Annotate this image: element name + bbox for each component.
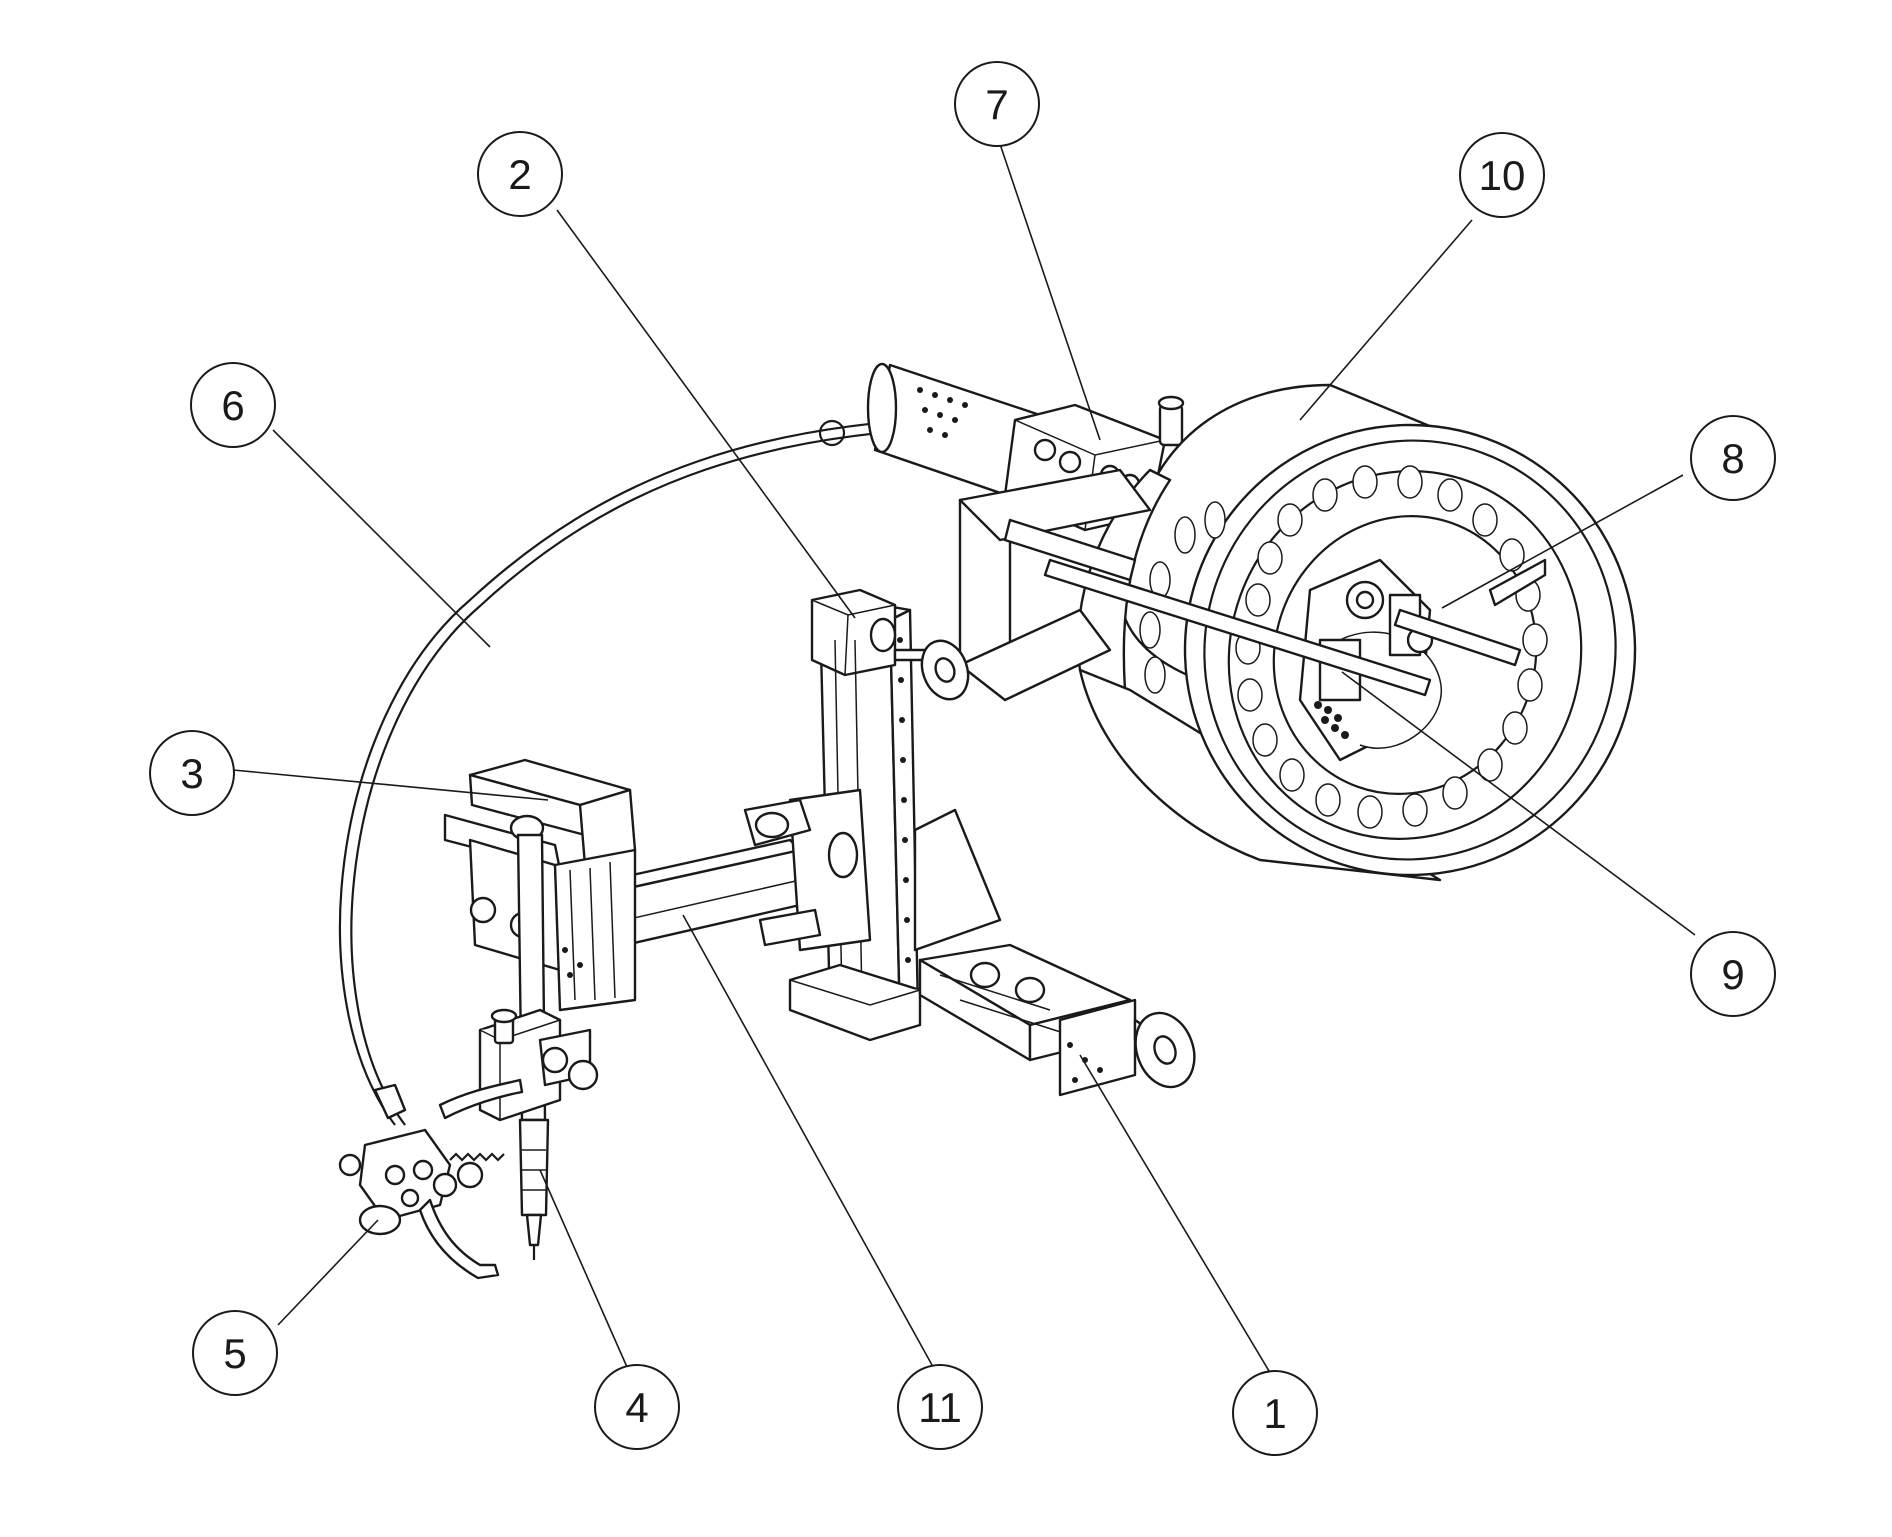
callout-circle [1690,415,1776,501]
leader-3 [232,769,549,801]
leader-8 [1441,474,1684,609]
callout-10: 10 [1459,132,1545,218]
callout-label: 8 [1721,435,1744,482]
horizontal-base-slide [918,943,1196,1097]
leader-1 [1079,1054,1273,1377]
callout-label: 10 [1479,152,1526,199]
callout-8: 8 [1690,415,1776,501]
support-frame [958,468,1152,702]
wire-spool-drum [1043,383,1637,882]
callout-11: 11 [897,1364,983,1450]
callout-circle [190,362,276,448]
callout-circle [1459,132,1545,218]
callout-label: 9 [1721,951,1744,998]
callout-circle [192,1310,278,1396]
callout-circle [149,730,235,816]
machine-drawing [338,362,1637,1280]
callout-label: 11 [918,1384,962,1431]
wire-guide-assembly [338,1078,524,1280]
callout-label: 2 [508,151,531,198]
leader-lines [232,143,1696,1377]
callout-circle [954,61,1040,147]
callout-circle [1690,931,1776,1017]
callout-1: 1 [1232,1370,1318,1456]
callout-4: 4 [594,1364,680,1450]
leader-2 [556,209,856,619]
callout-6: 6 [190,362,276,448]
callout-label: 7 [985,81,1008,128]
horizontal-arm [608,788,872,952]
vertical-column [788,588,1002,1042]
callout-circle [1232,1370,1318,1456]
callout-label: 3 [180,750,203,797]
leader-4 [539,1169,628,1368]
callout-5: 5 [192,1310,278,1396]
callout-label: 6 [221,382,244,429]
callout-3: 3 [149,730,235,816]
leader-7 [999,143,1101,441]
callout-9: 9 [1690,931,1776,1017]
callout-label: 1 [1263,1390,1286,1437]
leader-6 [272,429,491,648]
callout-label: 4 [625,1384,648,1431]
callout-7: 7 [954,61,1040,147]
callout-circle [594,1364,680,1450]
callout-circle [897,1364,983,1450]
callout-circle [477,131,563,217]
leader-5 [277,1219,379,1326]
cable-hose [338,416,1041,1126]
callout-label: 5 [223,1330,246,1377]
callout-2: 2 [477,131,563,217]
leader-10 [1299,219,1473,421]
leader-9 [1341,671,1696,936]
leader-11 [682,914,933,1366]
